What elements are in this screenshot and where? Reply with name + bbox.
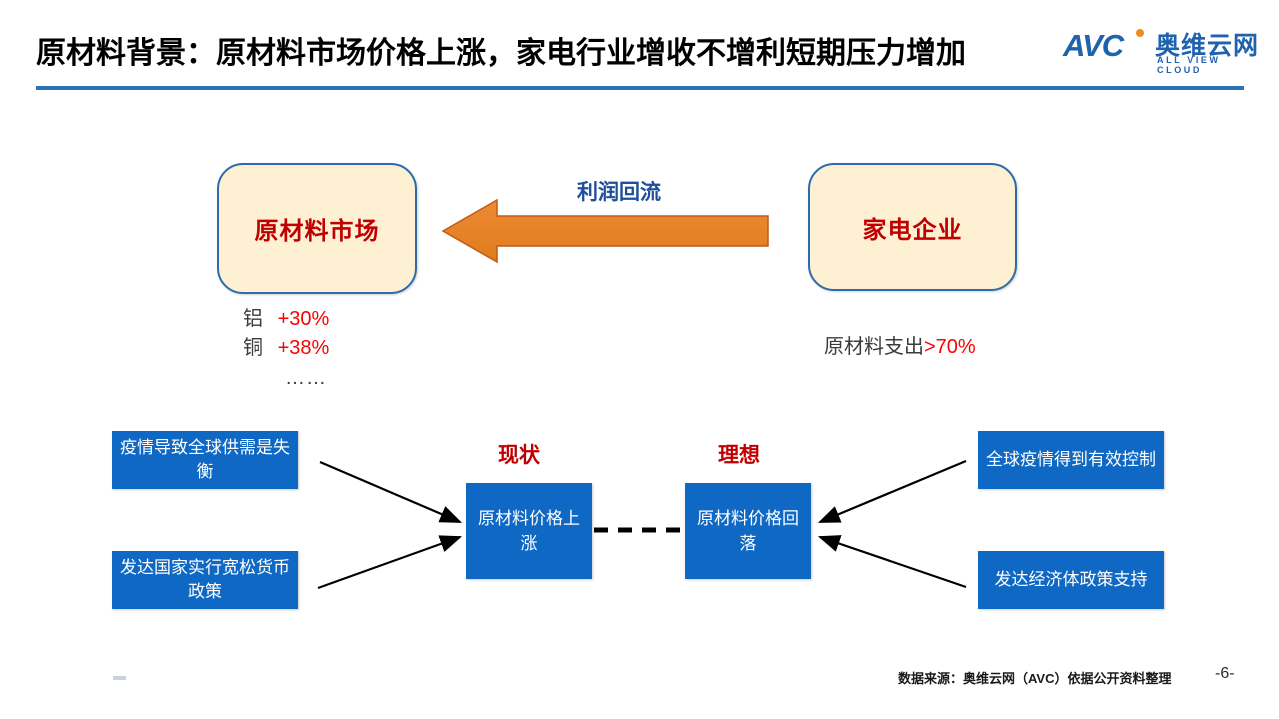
- page-title: 原材料背景：原材料市场价格上涨，家电行业增收不增利短期压力增加: [36, 37, 966, 70]
- expense-note-value: >70%: [924, 336, 976, 358]
- appliance-enterprise-label: 家电企业: [862, 216, 963, 244]
- metric-name: 铝: [243, 308, 263, 330]
- raw-material-market-label: 原材料市场: [254, 218, 380, 245]
- logo-dot-icon: [1136, 29, 1144, 37]
- metric-row: 铜 +38%: [243, 334, 423, 363]
- current-state-label: 原材料价格上涨: [478, 509, 580, 553]
- footer-source-note: 数据来源：奥维云网（AVC）依据公开资料整理: [898, 671, 1172, 686]
- cause-box-label: 全球疫情得到有效控制: [986, 450, 1156, 469]
- slide-header: 原材料背景：原材料市场价格上涨，家电行业增收不增利短期压力增加: [0, 0, 1279, 96]
- raw-material-market-box[interactable]: 原材料市场: [217, 163, 417, 294]
- ideal-state-box[interactable]: 原材料价格回落: [685, 483, 811, 579]
- expense-note-prefix: 原材料支出: [824, 336, 924, 358]
- profit-return-arrow-label: 利润回流: [577, 181, 661, 204]
- metric-row: 铝 +30%: [243, 305, 423, 334]
- cause-box-label: 疫情导致全球供需是失衡: [120, 438, 290, 481]
- footer-placeholder-mark: [113, 676, 126, 680]
- cause-box-label: 发达经济体政策支持: [994, 570, 1148, 589]
- title-underline-divider: [36, 86, 1244, 90]
- logo-avc-mark: AVC: [1063, 28, 1124, 63]
- ideal-state-label: 原材料价格回落: [697, 509, 799, 553]
- current-state-box[interactable]: 原材料价格上涨: [466, 483, 592, 579]
- logo-name-en: ALL VIEW CLOUD: [1157, 55, 1221, 75]
- current-state-tag: 现状: [498, 444, 540, 467]
- metric-value: +38%: [277, 337, 330, 359]
- metric-name: 铜: [243, 337, 263, 359]
- metrics-ellipsis: ……: [285, 367, 327, 389]
- cause-box-policy-support[interactable]: 发达经济体政策支持: [978, 551, 1164, 609]
- footer-page-number: -6-: [1215, 665, 1235, 682]
- cause-box-pandemic-supply[interactable]: 疫情导致全球供需是失衡: [112, 431, 298, 489]
- material-price-metrics: 铝 +30% 铜 +38% ……: [243, 305, 423, 393]
- raw-material-expense-note: 原材料支出>70%: [824, 330, 976, 359]
- logo-name-cn: 奥维云网: [1155, 32, 1260, 60]
- avc-logo: AVC 奥维云网 ALL VIEW CLOUD: [1063, 26, 1263, 75]
- profit-return-arrow-shape: [441, 198, 769, 264]
- appliance-enterprise-box[interactable]: 家电企业: [808, 163, 1017, 291]
- cause-box-pandemic-control[interactable]: 全球疫情得到有效控制: [978, 431, 1164, 489]
- ideal-state-tag: 理想: [718, 444, 760, 467]
- cause-box-label: 发达国家实行宽松货币政策: [120, 558, 290, 601]
- cause-box-loose-monetary[interactable]: 发达国家实行宽松货币政策: [112, 551, 298, 609]
- metric-value: +30%: [277, 308, 330, 330]
